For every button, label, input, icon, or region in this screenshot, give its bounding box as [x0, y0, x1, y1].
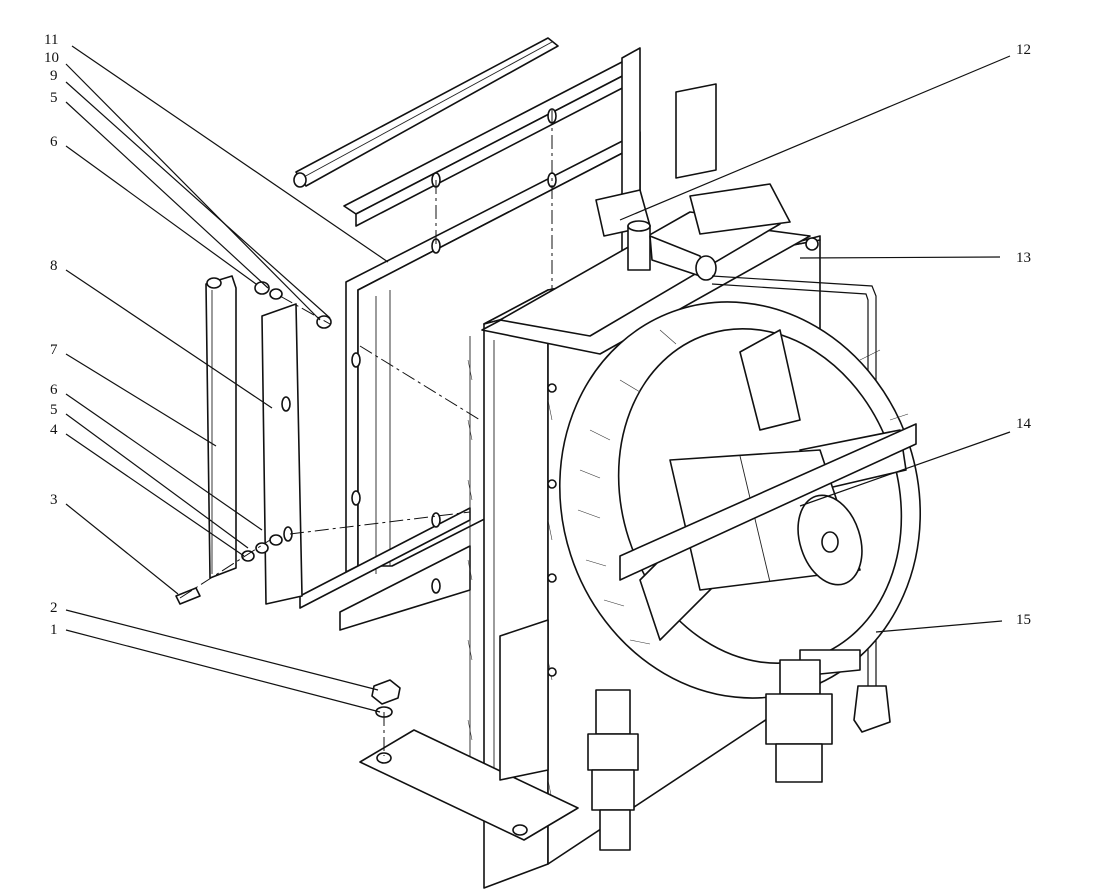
callout-7: 7 — [50, 342, 58, 358]
callout-6-top: 6 — [50, 134, 58, 150]
callout-1: 1 — [50, 622, 58, 638]
bolt-3 — [175, 587, 201, 605]
top-tank — [481, 183, 819, 355]
washers-4-5-6 — [241, 534, 283, 562]
callout-3: 3 — [50, 492, 58, 508]
callout-9: 9 — [50, 68, 58, 84]
leader-lines — [65, 45, 1011, 713]
filler-fitting-12 — [595, 189, 717, 281]
callout-11: 11 — [44, 32, 58, 48]
callout-5-bottom: 5 — [50, 402, 58, 418]
callout-labels: 11 10 9 5 6 8 7 6 5 4 3 2 1 12 13 14 15 — [44, 32, 1032, 638]
callout-8: 8 — [50, 258, 58, 274]
callout-13: 13 — [1016, 250, 1031, 266]
callout-14: 14 — [1016, 416, 1032, 432]
callout-12: 12 — [1016, 42, 1031, 58]
callout-5-top: 5 — [50, 90, 58, 106]
base-bracket — [359, 619, 579, 841]
left-channel-7 — [205, 275, 237, 579]
bottom-rear-strips — [299, 507, 471, 631]
callout-15: 15 — [1016, 612, 1031, 628]
bottom-fitting-left — [587, 689, 639, 851]
callout-10: 10 — [44, 50, 59, 66]
callout-4: 4 — [50, 422, 58, 438]
callout-6-bottom: 6 — [50, 382, 58, 398]
top-cover-strip — [343, 61, 635, 227]
top-rail — [293, 37, 559, 188]
callout-2: 2 — [50, 600, 58, 616]
assembly-axes — [179, 110, 553, 756]
bottom-fitting-right — [765, 659, 833, 783]
side-plate-8 — [261, 303, 303, 605]
